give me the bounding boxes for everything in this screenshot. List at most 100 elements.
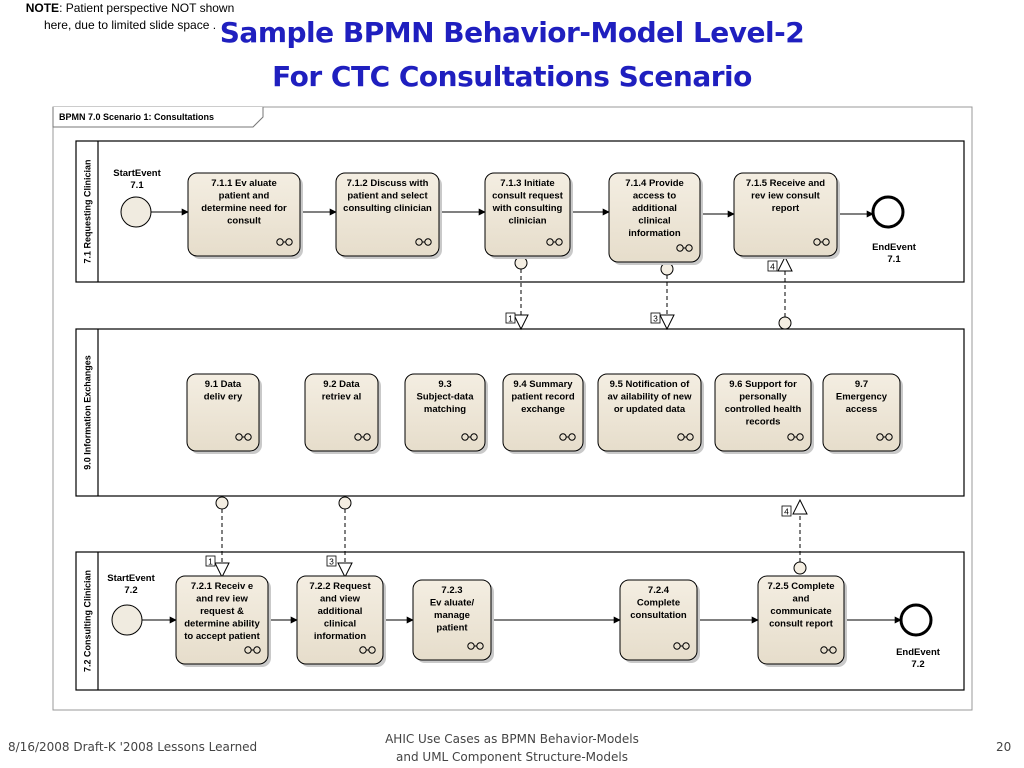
message-number: 1 <box>508 314 513 324</box>
message-flow: 4 <box>767 255 793 330</box>
task-label-line: 9.6 Support for <box>729 379 797 390</box>
message-number: 4 <box>784 507 789 517</box>
message-flow: 4 <box>781 498 808 575</box>
task-label-line: patient and select <box>347 191 428 202</box>
subprocess-link-icon <box>559 433 576 441</box>
message-number-badge: 3 <box>650 312 661 324</box>
event-label: 7.2 <box>911 659 924 670</box>
subprocess-link-icon <box>820 646 837 654</box>
message-number: 3 <box>653 314 658 324</box>
subprocess-link-icon <box>354 433 371 441</box>
message-flow: 1 <box>205 496 230 579</box>
task-label-line: 7.1.5 Receive and <box>746 178 825 189</box>
subprocess-link-icon <box>461 433 478 441</box>
task-label-line: communicate <box>770 606 831 617</box>
task-label-line: and rev iew <box>196 594 248 605</box>
event-label: EndEvent <box>896 647 941 658</box>
event-label: StartEvent <box>107 573 155 584</box>
task-label-line: deliv ery <box>204 392 243 403</box>
footer-center-line-2: and UML Component Structure-Models <box>396 750 628 764</box>
task-label-line: matching <box>424 404 466 415</box>
task-label-line: report <box>772 203 800 214</box>
task-label-line: controlled health <box>725 404 802 415</box>
subprocess-link-icon <box>876 433 893 441</box>
task-label-line: determine ability <box>184 619 260 630</box>
message-number: 4 <box>770 262 775 272</box>
subprocess-link-icon <box>467 642 484 650</box>
task-label-line: 7.1.3 Initiate <box>500 178 554 189</box>
lane-label: 7.2 Consulting Clinician <box>82 570 92 672</box>
task-label-line: manage <box>434 610 470 621</box>
subprocess-link-icon <box>244 646 261 654</box>
slide-title-line-2: For CTC Consultations Scenario <box>272 60 752 93</box>
task-label-line: information <box>314 631 366 642</box>
task-label-line: rev iew consult <box>751 191 820 202</box>
message-number-badge: 1 <box>205 555 216 567</box>
task-71-2[interactable]: 7.1.2 Discuss with patient and selectcons… <box>335 172 442 259</box>
task-label-line: records <box>746 417 781 428</box>
task-label-line: 7.1.2 Discuss with <box>347 178 429 189</box>
subprocess-link-icon <box>276 238 293 246</box>
message-number-badge: 1 <box>505 312 516 324</box>
subprocess-link-icon <box>415 238 432 246</box>
task-label-line: 9.1 Data <box>205 379 242 390</box>
note-line-1: : Patient perspective NOT shown <box>59 1 235 15</box>
slide-title-line-1: Sample BPMN Behavior-Model Level-2 <box>219 16 805 49</box>
task-label-line: additional <box>318 606 363 617</box>
task-label-line: and <box>793 594 810 605</box>
task-label-line: Ev aluate/ <box>430 598 475 609</box>
task-label-line: 7.2.1 Receiv e <box>191 581 253 592</box>
task-label-line: retriev al <box>322 392 362 403</box>
task-label-line: request & <box>200 606 244 617</box>
task-label-line: clinical <box>324 619 356 630</box>
event-label: StartEvent <box>113 168 161 179</box>
note-box: NOTE: Patient perspective NOT shown here… <box>0 0 260 34</box>
task-label-line: determine need for <box>201 203 287 214</box>
task-label-line: Emergency <box>836 392 888 403</box>
task-label-line: 9.3 <box>438 379 451 390</box>
message-number: 3 <box>329 557 334 567</box>
task-label-line: 7.2.5 Complete <box>767 581 834 592</box>
task-label-line: 7.2.4 <box>648 585 670 596</box>
task-90-1[interactable]: 9.1 Data deliv ery <box>186 373 262 454</box>
task-label-line: patient and <box>219 191 270 202</box>
diagram-frame-label: BPMN 7.0 Scenario 1: Consultations <box>59 112 214 122</box>
task-label-line: consultation <box>630 610 687 621</box>
event-label: 7.1 <box>130 180 144 191</box>
event-label: 7.1 <box>887 254 901 265</box>
task-label-line: additional <box>632 203 677 214</box>
task-label-line: with consulting <box>492 203 563 214</box>
task-label-line: or updated data <box>614 404 686 415</box>
task-label-line: 9.5 Notification of <box>610 379 691 390</box>
message-number-badge: 3 <box>326 555 337 567</box>
diagram-frame-tab <box>52 107 264 128</box>
task-label-line: patient <box>436 623 468 634</box>
task-label-line: access to <box>633 191 677 202</box>
task-label-line: Subject-data <box>416 392 474 403</box>
footer-center-line-1: AHIC Use Cases as BPMN Behavior-Models <box>385 732 639 746</box>
task-label-line: 7.1.1 Ev aluate <box>211 178 276 189</box>
footer-center: AHIC Use Cases as BPMN Behavior-Models a… <box>352 730 672 766</box>
task-label-line: consulting clinician <box>343 203 432 214</box>
message-flow: 3 <box>650 262 675 331</box>
task-label-line: 9.7 <box>855 379 868 390</box>
